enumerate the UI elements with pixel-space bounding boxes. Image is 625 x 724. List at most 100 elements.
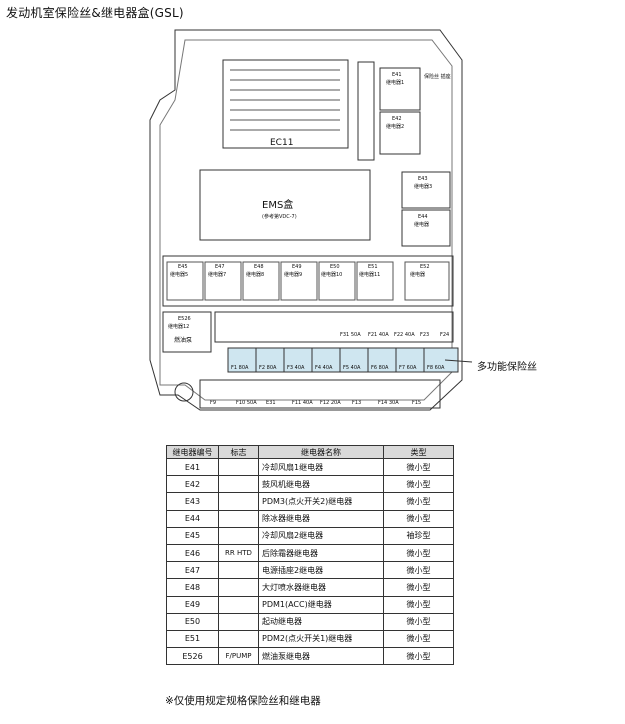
cell-symbol: F/PUMP	[218, 647, 259, 666]
cell-name: 冷却风扇2继电器	[258, 526, 384, 545]
top-relay-e42-id: E42	[392, 116, 402, 122]
table-header-row: 继电器编号 标志 继电器名称 类型	[166, 445, 454, 459]
row-relay-label: 继电器11	[359, 271, 380, 278]
cell-type: 微小型	[383, 543, 454, 563]
cell-symbol	[218, 457, 259, 477]
row-relay-id: E51	[368, 264, 378, 270]
ems-box-label: EMS盒	[262, 198, 293, 211]
cell-id: E49	[166, 595, 219, 614]
row-relay-label: 继电器10	[321, 271, 342, 278]
cell-type: 微小型	[383, 629, 454, 649]
top-relay-e41-label: 继电器1	[386, 79, 404, 86]
cell-id: E45	[166, 526, 219, 545]
cell-symbol	[218, 561, 259, 580]
cell-name: 起动继电器	[258, 612, 384, 631]
right-relay-e43-label: 继电器3	[414, 183, 432, 190]
cell-name: PDM3(点火开关2)继电器	[258, 492, 384, 511]
cell-name: PDM2(点火开关1)继电器	[258, 629, 384, 649]
cell-id: E44	[166, 509, 219, 528]
row-relay-id: E50	[330, 264, 340, 270]
multi-fuse-label: F6 80A	[371, 365, 389, 371]
relay-slot-e43	[401, 171, 451, 209]
mid-fuse-labels: F31 50A F21 40A F22 40A F23 F24	[340, 332, 449, 338]
cell-name: 除冰器继电器	[258, 509, 384, 528]
bottom-fuse-label: E31	[266, 400, 276, 406]
cell-id: E47	[166, 561, 219, 580]
relay-slot-e42	[379, 111, 421, 155]
cell-name: 后除霜器继电器	[258, 543, 384, 563]
ems-ref-label: (参考第VDC-7)	[262, 213, 297, 220]
multi-fuse-label: F5 40A	[343, 365, 361, 371]
cell-id: E50	[166, 612, 219, 631]
relay-slot-e41	[379, 67, 421, 111]
multi-fuse-socket-label: 保险丝 插座	[424, 73, 451, 80]
bottom-fuse-labels: F9 F10 50A E31 F11 40A F12 20A F13 F14 3…	[210, 400, 421, 406]
housing-inner	[159, 39, 453, 401]
cell-symbol	[218, 526, 259, 545]
mid-fuse-label: F31 50A	[340, 332, 361, 338]
cell-symbol	[218, 612, 259, 631]
table-row: E45 冷却风扇2继电器袖珍型	[166, 526, 454, 545]
cell-id: E42	[166, 475, 219, 494]
table-row: E43 PDM3(点火开关2)继电器微小型	[166, 492, 454, 511]
table-row: E49 PDM1(ACC)继电器微小型	[166, 595, 454, 614]
bottom-fuse-label: F11 40A	[292, 400, 313, 406]
cell-name: 冷却风扇1继电器	[258, 457, 384, 477]
bottom-fuse-label: F10 50A	[236, 400, 257, 406]
cell-type: 微小型	[383, 595, 454, 614]
multi-fuse-label: F7 60A	[399, 365, 417, 371]
row-relay-id: E52	[420, 264, 430, 270]
col-header-id: 继电器编号	[166, 445, 219, 459]
mounting-hole	[174, 382, 194, 402]
right-relay-e44-label: 继电器	[414, 221, 429, 228]
relay-row-boxes	[166, 261, 450, 301]
mid-fuse-label: F23	[420, 332, 429, 338]
cell-id: E526	[166, 647, 219, 666]
multi-fuse-label: F2 80A	[259, 365, 277, 371]
multi-fuse-label: F1 80A	[231, 365, 249, 371]
relay-row	[162, 255, 454, 307]
mid-fuse-label: F24	[440, 332, 449, 338]
multi-fuse-row	[227, 347, 459, 373]
ec11-connector	[222, 59, 349, 149]
row-relay-label: 继电器5	[170, 271, 188, 278]
cell-name: 燃油泵继电器	[258, 647, 384, 666]
cell-type: 微小型	[383, 647, 454, 666]
footnote: ※仅使用规定规格保险丝和继电器	[165, 695, 321, 707]
top-relay-e41-id: E41	[392, 72, 402, 78]
bottom-fuse-row	[199, 379, 441, 409]
col-header-type: 类型	[383, 445, 454, 459]
multi-fuse-callout: 多功能保险丝	[477, 362, 537, 373]
bottom-fuse-label: F9	[210, 400, 216, 406]
cell-id: E43	[166, 492, 219, 511]
ec11-pins	[230, 69, 340, 131]
cell-name: PDM1(ACC)继电器	[258, 595, 384, 614]
page-title: 发动机室保险丝&继电器盒(GSL)	[6, 6, 184, 20]
cell-type: 袖珍型	[383, 526, 454, 545]
bottom-fuse-label: F14 30A	[378, 400, 399, 406]
row-relay-id: E48	[254, 264, 264, 270]
mid-fuse-label: F22 40A	[394, 332, 415, 338]
bottom-fuse-label: F15	[412, 400, 421, 406]
cell-type: 微小型	[383, 612, 454, 631]
cell-name: 大灯喷水器继电器	[258, 578, 384, 597]
cell-type: 微小型	[383, 492, 454, 511]
col-header-name: 继电器名称	[258, 445, 384, 459]
multi-fuse-label: F4 40A	[315, 365, 333, 371]
cell-type: 微小型	[383, 578, 454, 597]
row-relay-id: E49	[292, 264, 302, 270]
right-relay-e44-id: E44	[418, 214, 428, 220]
callout-line	[444, 359, 473, 363]
cell-id: E41	[166, 457, 219, 477]
relay-slot-e44	[401, 209, 451, 247]
housing-outline	[149, 29, 463, 411]
fuse-strip-top	[357, 61, 375, 161]
